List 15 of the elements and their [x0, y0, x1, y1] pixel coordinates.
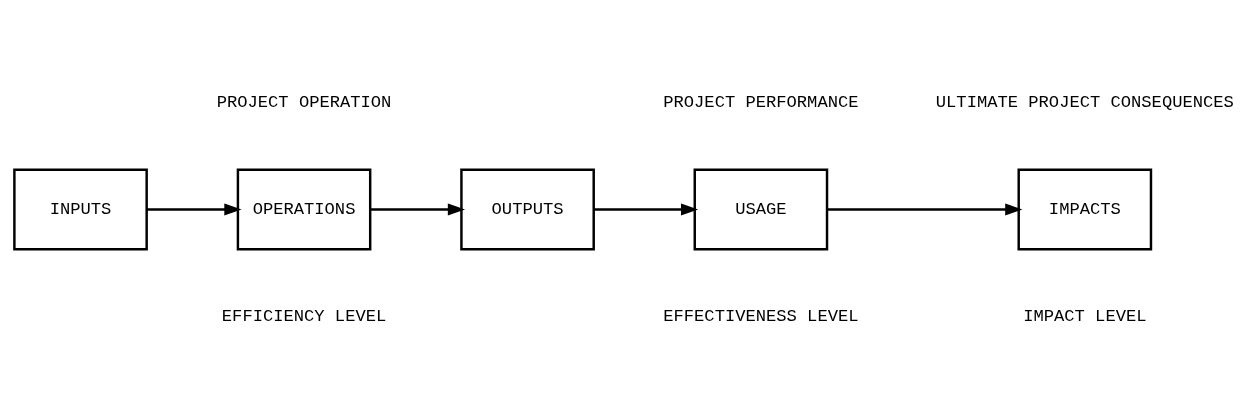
- arrow: [146, 203, 242, 216]
- label: ULTIMATE PROJECT CONSEQUENCES: [935, 93, 1234, 113]
- arrow: [593, 203, 699, 216]
- arrow: [827, 203, 1023, 216]
- node-box: OUTPUTS: [460, 168, 595, 251]
- label: IMPACT LEVEL: [1023, 306, 1147, 326]
- label: EFFICIENCY LEVEL: [221, 306, 387, 326]
- label: PROJECT PERFORMANCE: [663, 93, 859, 113]
- label: PROJECT OPERATION: [216, 93, 392, 113]
- label: EFFECTIVENESS LEVEL: [663, 306, 859, 326]
- node-box: IMPACTS: [1017, 168, 1153, 251]
- node-box: OPERATIONS: [236, 168, 372, 251]
- arrow: [370, 203, 465, 216]
- node-box: INPUTS: [13, 168, 148, 251]
- node-box: USAGE: [693, 168, 829, 251]
